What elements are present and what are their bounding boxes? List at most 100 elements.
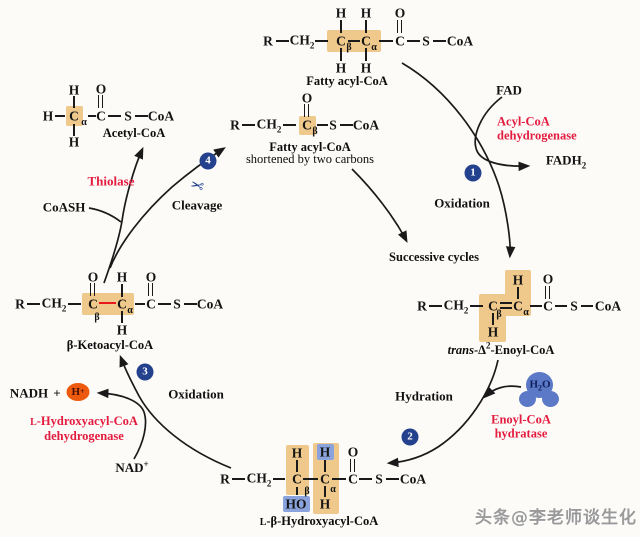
beta-subscript: β: [94, 312, 100, 323]
atom-c-carbonyl: C: [395, 33, 405, 49]
bond-h: [108, 115, 121, 117]
h-plus-badge: H+: [66, 383, 90, 401]
atom-c-beta: C: [88, 296, 98, 312]
atom-ch2-text: CH: [246, 470, 267, 486]
double-bond-c-o: [304, 104, 309, 117]
water-o: O: [542, 378, 551, 391]
alpha-subscript: α: [330, 484, 336, 495]
atom-c-alpha: C: [513, 298, 523, 314]
bond-h: [184, 303, 197, 305]
bond-h: [332, 478, 346, 480]
nad-sup: +: [143, 458, 149, 469]
atom-o: O: [347, 444, 359, 460]
bond-h: [386, 478, 399, 480]
atom-h: H: [68, 82, 80, 98]
bond-h: [283, 124, 296, 126]
alpha-subscript: α: [371, 42, 377, 53]
line-coash-in: [88, 207, 122, 223]
atom-r: R: [417, 298, 427, 314]
beta-subscript: β: [346, 42, 352, 53]
atom-c-alpha: C: [320, 471, 330, 487]
bond-h: [348, 40, 360, 42]
enzyme-l-smallcap: L: [30, 417, 37, 428]
bond-v: [492, 313, 494, 325]
enzyme-line1-text: -Hydroxyacyl-CoA: [36, 414, 138, 428]
bond-h: [135, 303, 145, 305]
double-bond-c-o: [350, 459, 355, 472]
label-rest: -β-Hydroxyacyl-CoA: [266, 513, 379, 528]
atom-o: O: [394, 5, 406, 21]
atom-s: S: [375, 471, 383, 487]
atom-ho-new: HO: [285, 496, 307, 512]
arrow-step1-arc: [401, 62, 516, 259]
h-plus-text: H: [71, 385, 80, 398]
h-plus-sup: +: [80, 387, 85, 396]
label-l-smallcap: L: [259, 516, 267, 528]
watermark-text: 头条@李老师谈生化: [475, 508, 637, 528]
alpha-subscript: α: [523, 307, 529, 318]
enzyme-line1: Enoyl-CoA: [491, 412, 551, 427]
highlight-new-ho: [283, 496, 310, 512]
cofactor-nad: NAD+: [115, 458, 149, 476]
atom-c-carbonyl: C: [146, 296, 156, 312]
atom-r: R: [15, 296, 25, 312]
atom-s: S: [570, 298, 578, 314]
bond-v: [296, 460, 298, 472]
atom-h: H: [68, 134, 80, 150]
bond-v: [73, 124, 75, 136]
enzyme-line2: dehydrogenase: [497, 128, 577, 142]
atom-coa: CoA: [196, 296, 224, 312]
enzyme-thiolase: Thiolase: [87, 173, 135, 189]
atom-r: R: [220, 471, 230, 487]
label-delta-sup: 2: [486, 340, 491, 351]
atom-o: O: [145, 269, 157, 285]
atom-coa: CoA: [446, 33, 474, 49]
atom-h-new: H: [319, 444, 331, 460]
atom-c-beta: C: [488, 298, 498, 314]
atom-h: H: [335, 60, 347, 76]
arrow-water-in: [483, 385, 522, 399]
atom-coa: CoA: [399, 471, 427, 487]
enzyme-acyl-coa-dehydrogenase: Acyl-CoA dehydrogenase: [497, 115, 577, 143]
bond-h: [158, 303, 171, 305]
double-bond-c-o: [397, 20, 402, 33]
alpha-subscript: α: [127, 305, 133, 316]
atom-c-carbonyl: C: [96, 108, 106, 124]
atom-r: R: [263, 33, 273, 49]
atom-coa: CoA: [147, 108, 175, 124]
bond-v: [73, 96, 75, 108]
bond-h: [232, 478, 245, 480]
atom-h: H: [360, 60, 372, 76]
bond-h: [27, 303, 40, 305]
label-trans-italic: trans: [447, 342, 474, 357]
atom-ch2-text: CH: [443, 297, 464, 313]
water-circle-right: [542, 391, 559, 407]
water-circle-left: [519, 391, 536, 407]
atom-ch2-text: CH: [41, 295, 62, 311]
bond-h: [303, 478, 318, 480]
atom-ch2-sub: 2: [309, 40, 315, 51]
bond-v: [365, 20, 367, 33]
beta-subscript: β: [312, 126, 318, 137]
highlight-beta-carbon: [299, 116, 316, 135]
atom-h: H: [512, 272, 524, 288]
enzyme-l-hydroxyacyl-coa-dehydrogenase: L-Hydroxyacyl-CoA dehydrogenase: [30, 414, 138, 443]
step-badge-4: 4: [199, 152, 217, 170]
bond-h: [135, 115, 148, 117]
atom-h: H: [335, 5, 347, 21]
bond-h: [407, 40, 420, 42]
nad-text: NAD: [115, 460, 144, 476]
bond-v: [121, 284, 123, 297]
enzyme-line1: L-Hydroxyacyl-CoA: [30, 414, 138, 430]
atom-ch2-text: CH: [256, 116, 277, 132]
bond-h: [530, 305, 542, 307]
arrow-step4-to-acetyl: [103, 146, 144, 284]
label-rest: -Enoyl-CoA: [490, 342, 555, 357]
bond-h: [470, 305, 483, 307]
atom-o: O: [301, 90, 313, 106]
atom-s: S: [124, 108, 132, 124]
atom-h: H: [360, 5, 372, 21]
bond-v: [324, 486, 326, 497]
atom-o: O: [87, 269, 99, 285]
double-bond-c-c-bottom: [500, 307, 512, 309]
